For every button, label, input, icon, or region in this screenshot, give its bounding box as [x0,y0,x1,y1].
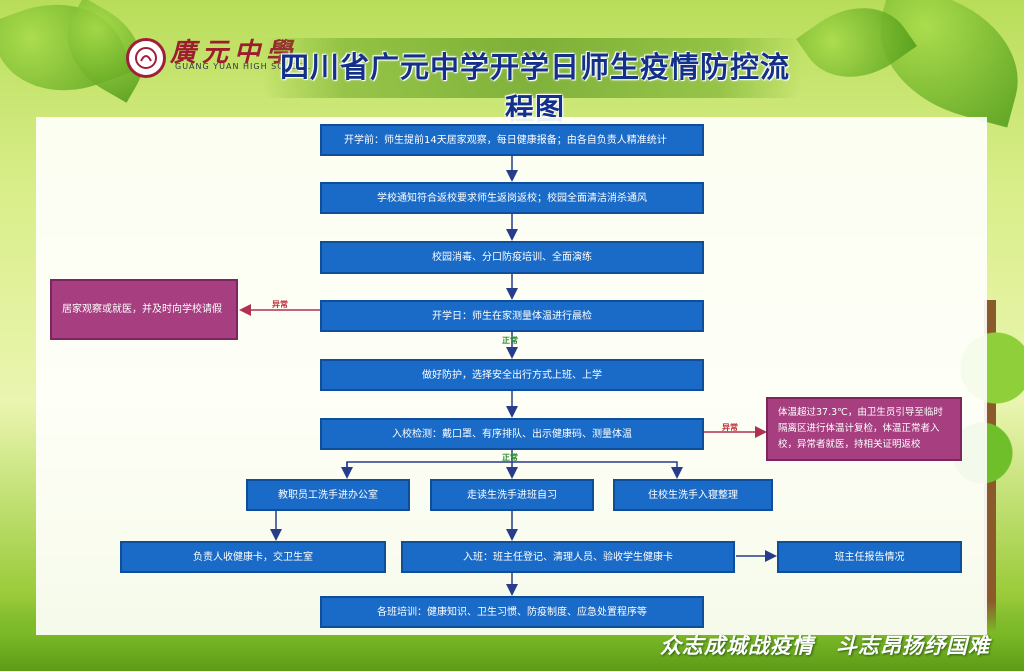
label-normal-temp: 正常 [502,336,518,345]
step-notify-return: 学校通知符合返校要求师生返岗返校；校园全面清洁消杀通风 [320,182,704,214]
abnormal-temp-box: 体温超过37.3℃，由卫生员引导至临时隔离区进行体温计复检，体温正常者入校，异常… [766,397,962,461]
label-normal-entry: 正常 [502,453,518,462]
branch-boarder: 住校生洗手入寝整理 [613,479,773,511]
title-band [262,38,802,98]
step-disinfect-training: 校园消毒、分口防疫培训、全面演练 [320,241,704,274]
abnormal-home-box: 居家观察或就医，并及时向学校请假 [50,279,238,340]
label-abnormal-temp: 异常 [722,423,738,432]
step-class-training: 各班培训：健康知识、卫生习惯、防疫制度、应急处置程序等 [320,596,704,628]
step-teacher-report: 班主任报告情况 [777,541,962,573]
step-class-entry: 入班：班主任登记、清理人员、验收学生健康卡 [401,541,735,573]
step-morning-check: 开学日：师生在家测量体温进行晨检 [320,300,704,332]
branch-staff: 教职员工洗手进办公室 [246,479,410,511]
school-logo-icon [126,38,166,78]
label-abnormal-home: 异常 [272,300,288,309]
branch-day-student: 走读生洗手进班自习 [430,479,594,511]
school-name-en: GUANG YUAN HIGH SCHOOL [175,62,311,71]
slogan: 众志成城战疫情 斗志昂扬纾国难 [660,634,990,658]
step-staff-card: 负责人收健康卡，交卫生室 [120,541,386,573]
step-entry-check: 入校检测：戴口罩、有序排队、出示健康码、测量体温 [320,418,704,450]
step-safe-travel: 做好防护，选择安全出行方式上班、上学 [320,359,704,391]
step-before-school: 开学前：师生提前14天居家观察，每日健康报备；由各自负责人精准统计 [320,124,704,156]
page-title: 四川省广元中学开学日师生疫情防控流程图 [279,50,790,126]
